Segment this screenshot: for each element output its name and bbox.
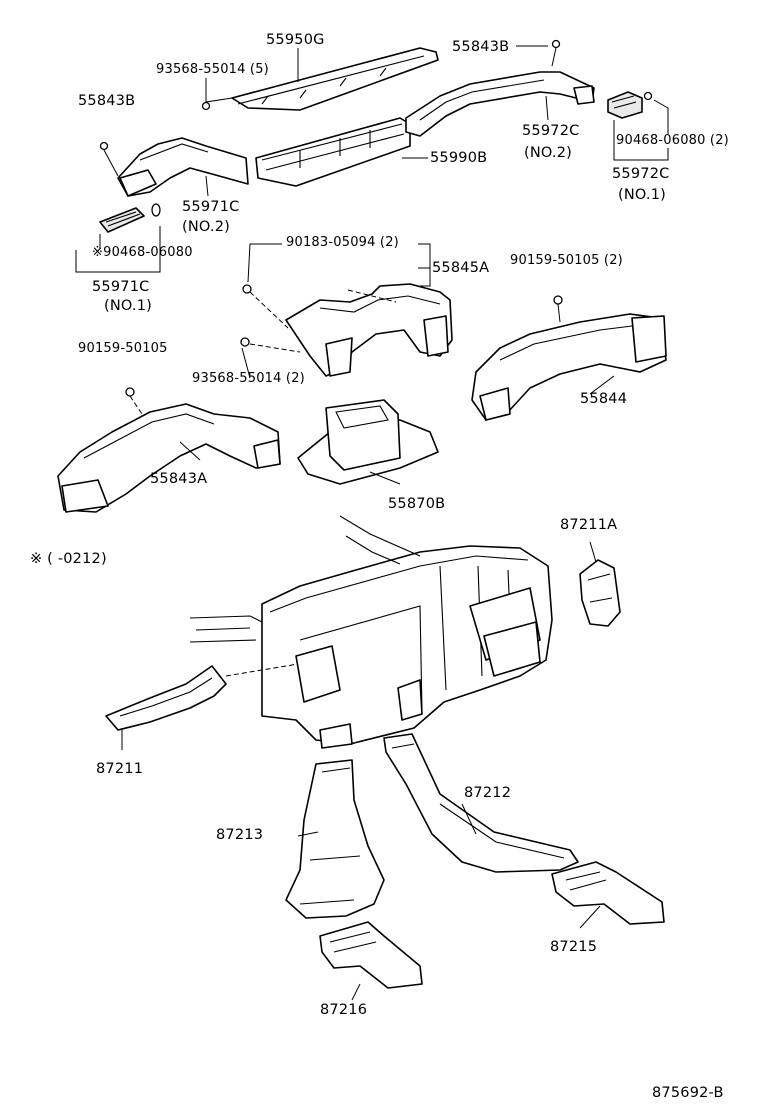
label-87216: 87216 xyxy=(320,1002,368,1018)
label-no1-right: (NO.1) xyxy=(618,187,667,203)
duct-55844 xyxy=(471,295,667,421)
label-55972C-no1: 55972C xyxy=(612,166,670,182)
label-93568-55014-5: 93568-55014 (5) xyxy=(156,62,269,77)
label-55870B: 55870B xyxy=(388,496,446,512)
duct-55870B xyxy=(297,399,439,485)
label-applicability-note: ※ ( -0212) xyxy=(30,551,107,567)
label-90183-05094-2: 90183-05094 (2) xyxy=(286,235,399,250)
label-55844: 55844 xyxy=(580,391,628,407)
label-55843A: 55843A xyxy=(150,471,208,487)
label-55971C-no1: 55971C xyxy=(92,279,150,295)
label-no2-left: (NO.2) xyxy=(182,219,231,235)
duct-cover-55950G xyxy=(231,47,439,111)
label-87211: 87211 xyxy=(96,761,144,777)
screws-top xyxy=(99,39,561,177)
duct-55845A xyxy=(240,283,453,377)
duct-55843A xyxy=(57,387,281,513)
label-87211A: 87211A xyxy=(560,517,618,533)
grille-55972C-no1 xyxy=(607,91,653,119)
grille-55971C-no1 xyxy=(99,203,161,233)
label-90159-50105: 90159-50105 xyxy=(78,341,168,356)
label-55843B-left: 55843B xyxy=(78,93,136,109)
label-no2-right: (NO.2) xyxy=(524,145,573,161)
label-55972C-no2: 55972C xyxy=(522,123,580,139)
duct-55971C-no2 xyxy=(117,137,249,197)
duct-87213 xyxy=(285,759,385,919)
label-87212: 87212 xyxy=(464,785,512,801)
label-55843B-right: 55843B xyxy=(452,39,510,55)
label-55950G: 55950G xyxy=(266,32,325,48)
diagram-id: 875692-B xyxy=(652,1085,724,1101)
label-87215: 87215 xyxy=(550,939,598,955)
duct-87216 xyxy=(319,921,423,989)
duct-55972C-no2 xyxy=(405,71,595,137)
label-55990B: 55990B xyxy=(430,150,488,166)
duct-87212 xyxy=(383,733,579,873)
duct-87215 xyxy=(551,861,665,925)
label-87213: 87213 xyxy=(216,827,264,843)
duct-55990B xyxy=(255,117,411,187)
label-90468-06080-left: ※90468-06080 xyxy=(92,245,193,260)
label-93568-55014-2: 93568-55014 (2) xyxy=(192,371,305,386)
leader-lines xyxy=(75,45,669,1001)
duct-87211A xyxy=(579,559,621,627)
label-55971C-no2: 55971C xyxy=(182,199,240,215)
label-55845A: 55845A xyxy=(432,260,490,276)
label-90468-06080-2: 90468-06080 (2) xyxy=(616,133,729,148)
label-no1-left: (NO.1) xyxy=(104,298,153,314)
duct-87211 xyxy=(105,663,299,731)
heater-unit-assembly xyxy=(189,515,553,749)
label-90159-50105-2: 90159-50105 (2) xyxy=(510,253,623,268)
